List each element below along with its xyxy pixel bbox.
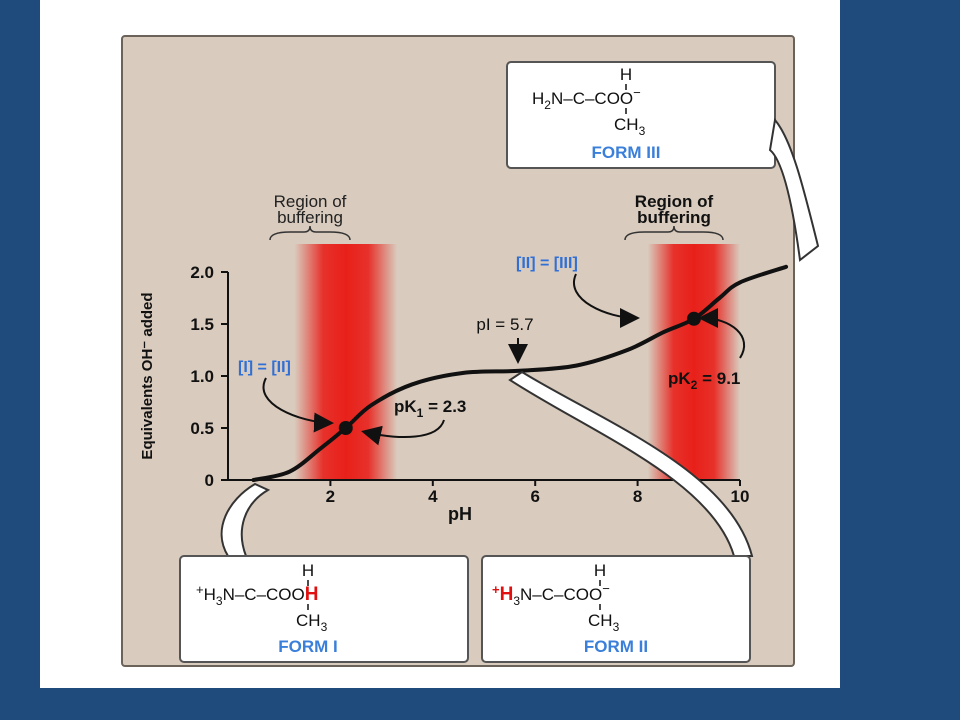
equivalence-points bbox=[338, 311, 701, 435]
pk-point-2 bbox=[686, 311, 701, 326]
x-axis-title: pH bbox=[448, 504, 472, 524]
form3-callout bbox=[768, 117, 820, 262]
y-tick-label: 0 bbox=[205, 471, 214, 490]
svg-text:H: H bbox=[302, 561, 314, 580]
pk1-label: pK1 = 2.3 bbox=[394, 397, 466, 420]
pk2-arrow bbox=[698, 308, 746, 359]
svg-text:CH3: CH3 bbox=[614, 115, 646, 138]
buffer-band-2 bbox=[647, 244, 740, 480]
y-axis-title: Equivalents OH⁻ added bbox=[139, 292, 156, 459]
pk-point-1 bbox=[338, 421, 353, 435]
svg-text:Region of: Region of bbox=[274, 192, 347, 211]
svg-text:+H3N–C–COO−: +H3N–C–COO− bbox=[492, 581, 610, 608]
svg-text:FORM I: FORM I bbox=[278, 637, 338, 656]
svg-text:FORM III: FORM III bbox=[592, 143, 661, 162]
svg-text:Region of: Region of bbox=[635, 192, 714, 211]
svg-text:+H3N–C–COOH: +H3N–C–COOH bbox=[196, 582, 318, 608]
eq1-label: [I] = [II] bbox=[238, 359, 291, 376]
titration-curve bbox=[251, 264, 789, 482]
y-tick-label: 0.5 bbox=[190, 419, 214, 438]
buffer-bands bbox=[294, 244, 740, 480]
svg-text:buffering: buffering bbox=[277, 208, 343, 227]
svg-text:H: H bbox=[594, 561, 606, 580]
pk1-arrow bbox=[361, 419, 445, 446]
eq2-arrow bbox=[573, 273, 640, 328]
x-tick-label: 8 bbox=[633, 487, 642, 506]
x-ticks: 2 4 6 8 10 bbox=[326, 480, 750, 506]
x-tick-label: 6 bbox=[530, 487, 539, 506]
y-tick-label: 2.0 bbox=[190, 263, 214, 282]
svg-text:FORM II: FORM II bbox=[584, 637, 648, 656]
pi-label: pI = 5.7 bbox=[476, 315, 533, 334]
y-ticks: 0 0.5 1.0 1.5 2.0 bbox=[190, 263, 228, 490]
svg-text:H2N–C–COO−: H2N–C–COO− bbox=[532, 85, 641, 112]
x-tick-label: 4 bbox=[428, 487, 438, 506]
titration-figure: Region of buffering Region of buffering … bbox=[121, 35, 820, 667]
x-tick-label: 10 bbox=[731, 487, 750, 506]
y-tick-label: 1.5 bbox=[190, 315, 214, 334]
buffer-band-1 bbox=[294, 244, 397, 480]
form2-box: H +H3N–C–COO− CH3 FORM II bbox=[481, 555, 751, 663]
svg-text:CH3: CH3 bbox=[588, 611, 620, 634]
svg-text:CH3: CH3 bbox=[296, 611, 328, 634]
y-tick-label: 1.0 bbox=[190, 367, 214, 386]
form1-box: H +H3N–C–COOH CH3 FORM I bbox=[179, 555, 469, 663]
eq1-arrow bbox=[262, 377, 334, 433]
svg-text:buffering: buffering bbox=[637, 208, 711, 227]
svg-text:H: H bbox=[620, 65, 632, 84]
figure-panel bbox=[121, 35, 795, 667]
region-label-right: Region of buffering bbox=[624, 192, 724, 241]
eq2-label: [II] = [III] bbox=[516, 255, 578, 272]
region-label-left: Region of buffering bbox=[269, 192, 351, 241]
form3-box: H H2N–C–COO− CH3 FORM III bbox=[506, 61, 776, 169]
x-tick-label: 2 bbox=[326, 487, 335, 506]
pk2-label: pK2 = 9.1 bbox=[668, 369, 740, 392]
slide-canvas: Region of buffering Region of buffering … bbox=[40, 0, 840, 688]
